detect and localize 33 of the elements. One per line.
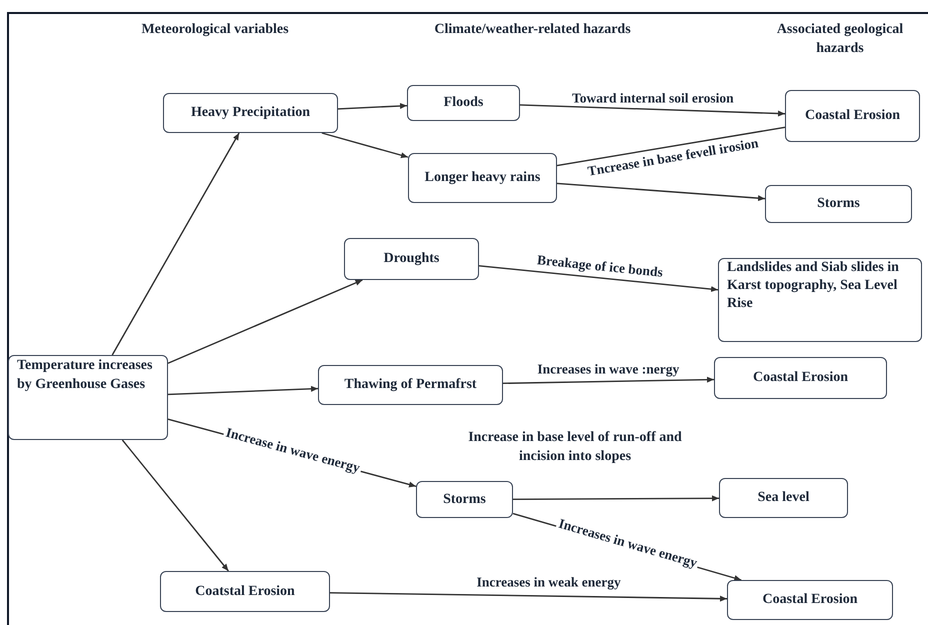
arrow xyxy=(513,495,719,502)
arrow xyxy=(322,132,408,158)
arrow xyxy=(556,182,766,202)
hazard-box: Floods xyxy=(407,85,520,121)
hazard-box: Heavy Precipitation xyxy=(163,93,338,133)
hazard-box: Storms xyxy=(765,185,912,223)
hazard-box: Thawing of Permafrst xyxy=(318,365,503,405)
arrow xyxy=(330,592,728,602)
hazard-box: Droughts xyxy=(344,238,479,280)
arrow xyxy=(168,386,318,396)
hazard-box: Temperature increases by Greenhouse Gases xyxy=(8,355,168,440)
arrow xyxy=(338,102,408,110)
arrow xyxy=(478,265,718,292)
column-heading: Climate/weather-related hazards xyxy=(433,21,632,39)
column-heading: Associated geological hazards xyxy=(776,21,904,58)
edge-label: Increases in wave :nergy xyxy=(535,362,682,377)
hazard-box: Coastal Erosion xyxy=(727,580,893,620)
hazard-box: Coatstal Erosion xyxy=(160,571,330,612)
column-heading: Meteorological variables xyxy=(140,21,290,39)
hazard-box: Storms xyxy=(416,481,513,518)
arrow xyxy=(112,132,240,356)
hazard-box: Sea level xyxy=(719,478,848,518)
note-text: Increase in base level of run-off and incision into slopes xyxy=(467,429,683,466)
edge-label: Toward internal soil erosion xyxy=(570,90,736,106)
hazard-box: Coastal Erosion xyxy=(785,90,920,142)
hazard-box: Landslides and Siab slides in Karst topography, Sea Level Rise xyxy=(718,258,922,342)
arrow xyxy=(168,279,363,364)
arrow xyxy=(122,440,229,572)
edge-label: Increases in weak energy xyxy=(474,574,623,590)
hazard-box: Coastal Erosion xyxy=(714,357,887,399)
hazard-box: Longer heavy rains xyxy=(408,153,557,203)
arrow xyxy=(502,376,714,384)
arrow xyxy=(520,104,786,116)
